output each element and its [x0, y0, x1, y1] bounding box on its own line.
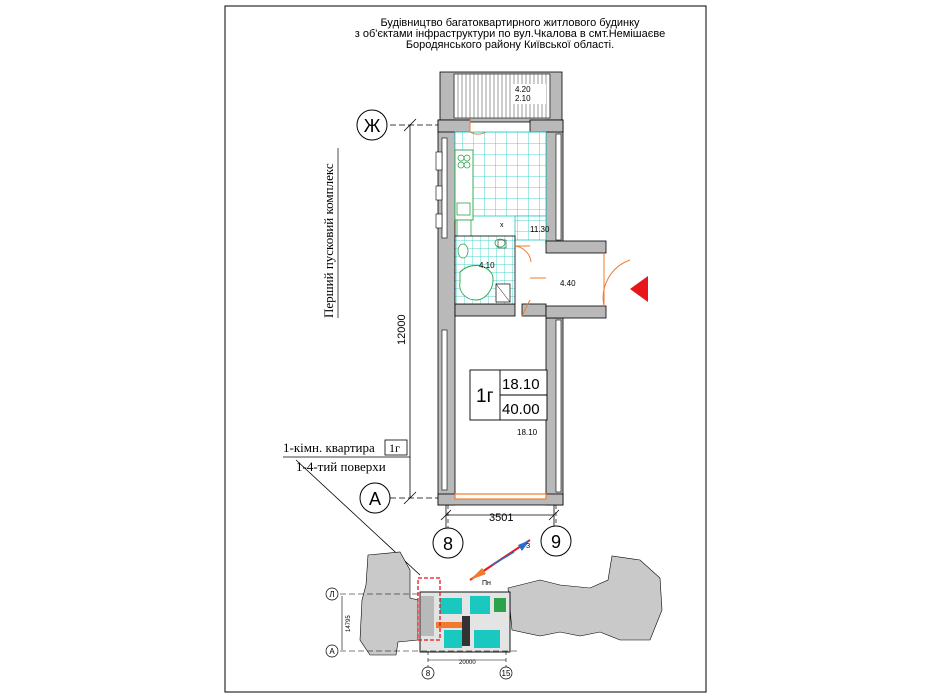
- key-plan: [325, 539, 663, 680]
- key-dim-vertical: 14795: [346, 615, 352, 632]
- kitchen-lower-floor: [514, 215, 547, 241]
- windows: [441, 133, 562, 500]
- bathroom-area: 4.10: [479, 261, 495, 270]
- apartment-total: 40.00: [502, 401, 540, 418]
- axis-bubble-right: [540, 505, 572, 557]
- balcony-area: 4.20: [515, 85, 531, 94]
- kitchen-area: 11.30: [530, 225, 550, 234]
- apartment-code: 1г: [476, 386, 494, 407]
- axis-bubble-left: [432, 505, 464, 559]
- balcony: [439, 71, 563, 123]
- bathroom-fixtures: [457, 238, 511, 303]
- corridor-walls: [545, 240, 607, 319]
- kitchen-counter: [454, 149, 474, 239]
- key-axis-right: 15: [502, 669, 511, 678]
- legend-code: 1г: [389, 441, 400, 455]
- sheet-frame: [224, 5, 707, 693]
- axis-left-label: 8: [443, 534, 453, 554]
- legend-code-box: [384, 439, 408, 456]
- key-axis-top: Л: [329, 590, 334, 599]
- axis-bubble-bottom: [359, 482, 391, 514]
- project-header: Будівництво багатоквартирного житлового …: [300, 18, 720, 51]
- left-wall-fixtures: [435, 151, 443, 229]
- legend-floors: 1-4-тий поверхи: [296, 459, 386, 474]
- header-line-1: Будівництво багатоквартирного житлового …: [380, 17, 640, 29]
- compass-north-label: Пн: [482, 580, 491, 587]
- side-label: Перший пусковий комплекс: [321, 163, 336, 318]
- axis-bottom-label: А: [369, 489, 381, 509]
- dimension-width: 3501: [489, 512, 513, 524]
- hall-area: 4.40: [560, 279, 576, 288]
- living-area: 18.10: [517, 428, 538, 437]
- apartment-living: 18.10: [502, 376, 540, 393]
- header-line-3: Бородянського району Київської області.: [405, 39, 615, 51]
- key-axis-left: 8: [426, 669, 431, 678]
- hall-door-swing: [521, 277, 546, 317]
- key-dim-horizontal: 20000: [459, 660, 476, 666]
- key-axis-bottom: А: [329, 647, 335, 656]
- axis-bubble-top: [356, 109, 388, 141]
- kitchen-vent-mark: x: [500, 222, 504, 229]
- bathroom-door-swing: [514, 245, 532, 263]
- entry-marker: [630, 276, 648, 302]
- axis-top-label: Ж: [364, 116, 381, 136]
- dimension-vertical: [390, 118, 438, 505]
- header-line-2: з об'єктами інфраструктури по вул.Чкалов…: [354, 28, 666, 40]
- balcony-area-reduced: 2.10: [515, 94, 531, 103]
- kitchen-door-swing: [469, 120, 487, 135]
- bathroom-toilet-mark: [497, 239, 507, 249]
- dimension-height: 12000: [396, 314, 408, 345]
- axis-right-label: 9: [551, 532, 561, 552]
- entry-door-swing: [602, 253, 631, 307]
- compass-east-label: З: [526, 543, 530, 550]
- legend-type: 1-кімн. квартира: [283, 440, 375, 455]
- dimension-horizontal: [440, 505, 560, 528]
